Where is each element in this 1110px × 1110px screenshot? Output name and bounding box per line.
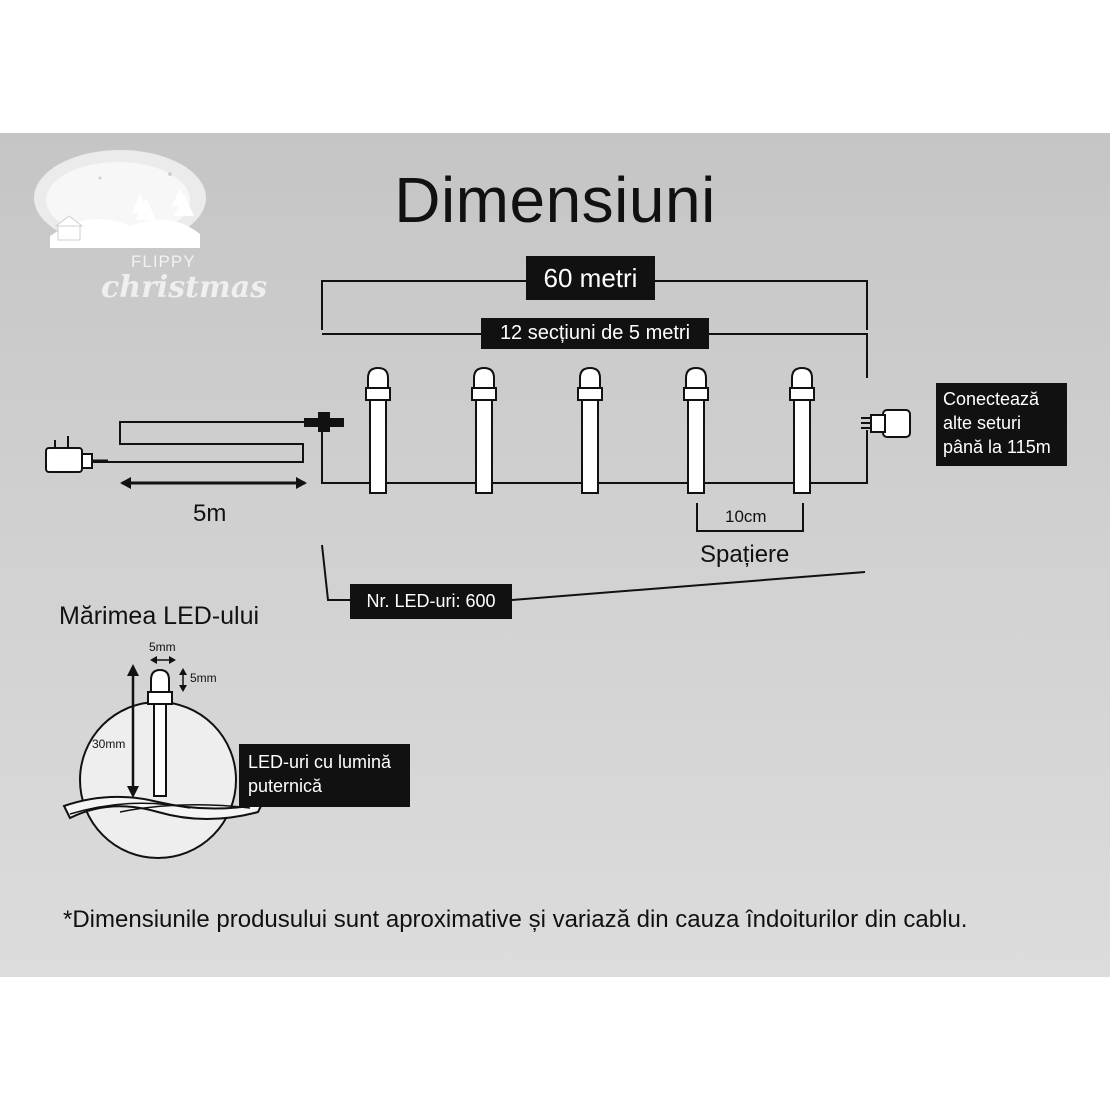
led-height-label: 30mm xyxy=(92,737,126,751)
connect-line-3: până la 115m xyxy=(943,437,1051,457)
cable-length-label: 5m xyxy=(193,500,227,527)
total-length-label: 60 metri xyxy=(526,256,655,300)
power-adapter-icon xyxy=(45,436,108,473)
bright-led-label: LED-uri cu lumină puternică xyxy=(239,744,410,807)
led-bulb-icon xyxy=(789,366,815,494)
bright-line-1: LED-uri cu lumină xyxy=(248,752,392,772)
led-count-leader xyxy=(321,544,866,601)
led-head-label: 5mm xyxy=(190,671,217,685)
connect-line-1: Conectează xyxy=(943,389,1040,409)
end-plug-icon xyxy=(861,409,911,438)
footnote: *Dimensiunile produsului sunt aproximati… xyxy=(63,906,968,933)
led-bulb-icon xyxy=(683,366,709,494)
connect-label: Conectează alte seturi până la 115m xyxy=(936,383,1067,466)
led-bulb-icon xyxy=(577,366,603,494)
arrow-left-head xyxy=(120,477,131,489)
spacing-label: Spațiere xyxy=(700,541,790,568)
sections-label: 12 secțiuni de 5 metri xyxy=(481,318,709,349)
led-width-label: 5mm xyxy=(149,640,176,654)
arrow-right-head xyxy=(296,477,307,489)
twisted-cable xyxy=(62,795,264,820)
spacing-bracket xyxy=(696,503,804,532)
led-detail-bulb xyxy=(147,668,173,797)
brand-logo xyxy=(34,150,206,248)
connect-line-2: alte seturi xyxy=(943,413,1022,433)
bright-line-2: puternică xyxy=(248,776,323,796)
brand-name: FLIPPY xyxy=(131,252,196,271)
led-bulb-icon xyxy=(471,366,497,494)
page-title: Dimensiuni xyxy=(394,164,716,236)
brand-script: christmas xyxy=(101,270,268,305)
supply-cable xyxy=(88,421,322,463)
led-size-title: Mărimea LED-ului xyxy=(59,602,260,630)
led-bulb-icon xyxy=(365,366,391,494)
led-count-label: Nr. LED-uri: 600 xyxy=(350,584,512,619)
spacing-value-label: 10cm xyxy=(725,507,767,526)
